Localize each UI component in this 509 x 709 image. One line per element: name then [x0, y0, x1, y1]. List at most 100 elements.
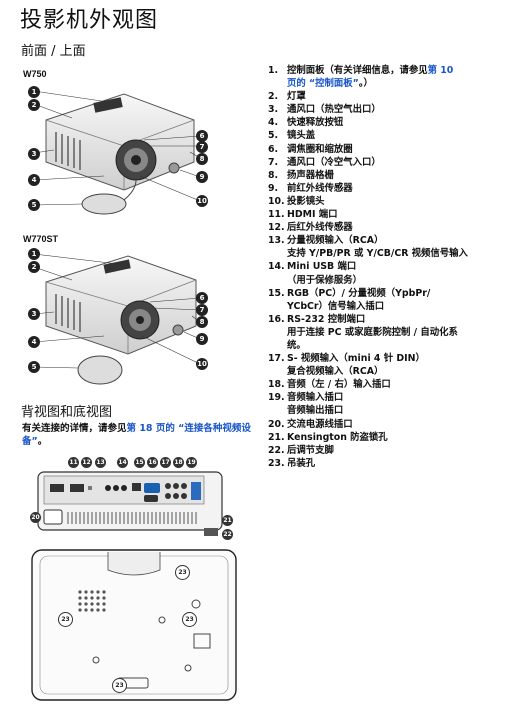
rear-section-heading: 背视图和底视图: [21, 405, 113, 420]
list-item-line: 交流电源线插口: [287, 418, 504, 431]
list-item: 15.RGB（PC）/ 分量视频（YpbPr/: [268, 287, 504, 300]
list-item: 13.分量视频输入（RCA）: [268, 234, 504, 247]
list-item-number: 8.: [268, 169, 279, 181]
rear-note-link[interactable]: 第 18 页的 “连接各种视频设备”: [22, 423, 251, 447]
callout-2: 2: [28, 99, 40, 111]
list-item-line: S- 视频输入（mini 4 针 DIN）: [287, 352, 504, 365]
list-item-text: YCbCr）信号输入插口: [287, 300, 385, 312]
list-item-line: 通风口（热空气出口）: [287, 103, 504, 116]
list-item: 4. 快速释放按钮: [268, 116, 504, 129]
callout-3-st: 3: [28, 308, 40, 320]
rear-note-text: 有关连接的详情，请参见: [22, 423, 127, 434]
callout-6: 6: [196, 130, 208, 142]
list-item-line: 控制面板（有关详细信息，请参见第 10: [287, 64, 504, 77]
projector-w750-figure: [24, 80, 220, 220]
list-item-text: 扬声器格栅: [287, 169, 334, 181]
list-item-line: 后调节支脚: [287, 444, 504, 457]
list-item: 22.后调节支脚: [268, 444, 504, 457]
list-item: 23.吊装孔: [268, 457, 504, 470]
callout-20: 20: [30, 512, 41, 523]
list-item-subline: 统。: [268, 339, 504, 352]
list-item-line: 音频（左 / 右）输入插口: [287, 378, 504, 391]
callout-19: 19: [186, 457, 197, 468]
list-item-number: 19.: [268, 392, 285, 404]
list-item-line: 快速释放按钮: [287, 116, 504, 129]
callout-13: 13: [95, 457, 106, 468]
page-title: 投影机外观图: [20, 8, 159, 33]
list-item-number: 4.: [268, 117, 279, 129]
list-item-line: 吊装孔: [287, 457, 504, 470]
list-item-text: RGB（PC）/ 分量视频（YpbPr/: [287, 287, 431, 299]
page-link[interactable]: 第 10: [427, 65, 454, 76]
list-item: 16.RS-232 控制端口: [268, 313, 504, 326]
list-item-number: 9.: [268, 182, 279, 194]
list-item-text: 吊装孔: [287, 457, 316, 469]
list-item-text: 音频输入插口: [287, 392, 344, 404]
list-item-line: Mini USB 端口: [287, 260, 504, 273]
projector-w770st-figure: [24, 244, 220, 390]
list-item-line: 调焦圈和缩放圈: [287, 143, 504, 156]
callout-16: 16: [147, 457, 158, 468]
rear-connection-note: 有关连接的详情，请参见第 18 页的 “连接各种视频设备”。: [22, 422, 262, 448]
list-item-number: 7.: [268, 156, 279, 168]
list-item-number: 2.: [268, 91, 279, 103]
callout-1: 1: [28, 86, 40, 98]
list-item-text: 通风口（热空气出口）: [287, 104, 381, 116]
callout-23-b: 23: [58, 612, 73, 627]
callout-21: 21: [222, 515, 233, 526]
list-item-subline: YCbCr）信号输入插口: [268, 300, 504, 313]
callout-6-st: 6: [196, 292, 208, 304]
callout-1-st: 1: [28, 248, 40, 260]
list-item-number: 20.: [268, 418, 285, 430]
list-item-number: 1.: [268, 65, 279, 76]
list-item-subline: 复合视频输入（RCA）: [268, 365, 504, 378]
list-item-number: 11.: [268, 209, 285, 221]
list-item: 14.Mini USB 端口: [268, 260, 504, 273]
list-item-text: Mini USB 端口: [287, 261, 357, 273]
callout-23-d: 23: [112, 678, 127, 693]
callout-7-st: 7: [196, 304, 208, 316]
list-item: 6. 调焦圈和缩放圈: [268, 143, 504, 156]
list-item-line: RS-232 控制端口: [287, 313, 504, 326]
callout-5: 5: [28, 199, 40, 211]
list-item-number: 23.: [268, 457, 285, 469]
list-item-line: 镜头盖: [287, 129, 504, 142]
list-item-number: 3.: [268, 104, 279, 116]
list-item-number: 14.: [268, 261, 285, 273]
callout-2-st: 2: [28, 261, 40, 273]
callout-23-c: 23: [182, 612, 197, 627]
list-item-line: 通风口（冷空气入口）: [287, 156, 504, 169]
callout-10-st: 10: [196, 358, 208, 370]
rear-panel-figure: [36, 466, 232, 540]
callout-18: 18: [173, 457, 184, 468]
list-item-text: 用于连接 PC 或家庭影院控制 / 自动化系: [287, 326, 458, 338]
list-item-line: Kensington 防盗锁孔: [287, 431, 504, 444]
list-item-line: 音频输入插口: [287, 391, 504, 404]
callout-22: 22: [222, 529, 233, 540]
callout-4-st: 4: [28, 336, 40, 348]
list-item: 8. 扬声器格栅: [268, 169, 504, 182]
list-item-text: 交流电源线插口: [287, 418, 353, 430]
list-item-text: 音频（左 / 右）输入插口: [287, 379, 391, 391]
list-item: 19.音频输入插口: [268, 391, 504, 404]
callout-11: 11: [68, 457, 79, 468]
front-section-heading: 前面 / 上面: [21, 44, 86, 59]
page-link[interactable]: 页的 “控制面板”: [287, 78, 359, 90]
list-item-number: 15.: [268, 287, 285, 299]
list-item: 11.HDMI 端口: [268, 208, 504, 221]
list-item-text: 投影镜头: [287, 195, 325, 207]
list-item-text: 音频输出插口: [287, 405, 344, 417]
list-item-number: 6.: [268, 143, 279, 155]
callout-17: 17: [160, 457, 171, 468]
list-item-line: HDMI 端口: [287, 208, 504, 221]
list-item-number: 16.: [268, 313, 285, 325]
list-item-text: 灯罩: [287, 91, 306, 103]
callout-8-st: 8: [196, 316, 208, 328]
list-item: 21.Kensington 防盗锁孔: [268, 431, 504, 444]
list-item-text: 调焦圈和缩放圈: [287, 143, 353, 155]
callout-5-st: 5: [28, 361, 40, 373]
list-item-text: 后红外线传感器: [287, 222, 353, 234]
callout-23-a: 23: [175, 565, 190, 580]
list-item: 17.S- 视频输入（mini 4 针 DIN）: [268, 352, 504, 365]
